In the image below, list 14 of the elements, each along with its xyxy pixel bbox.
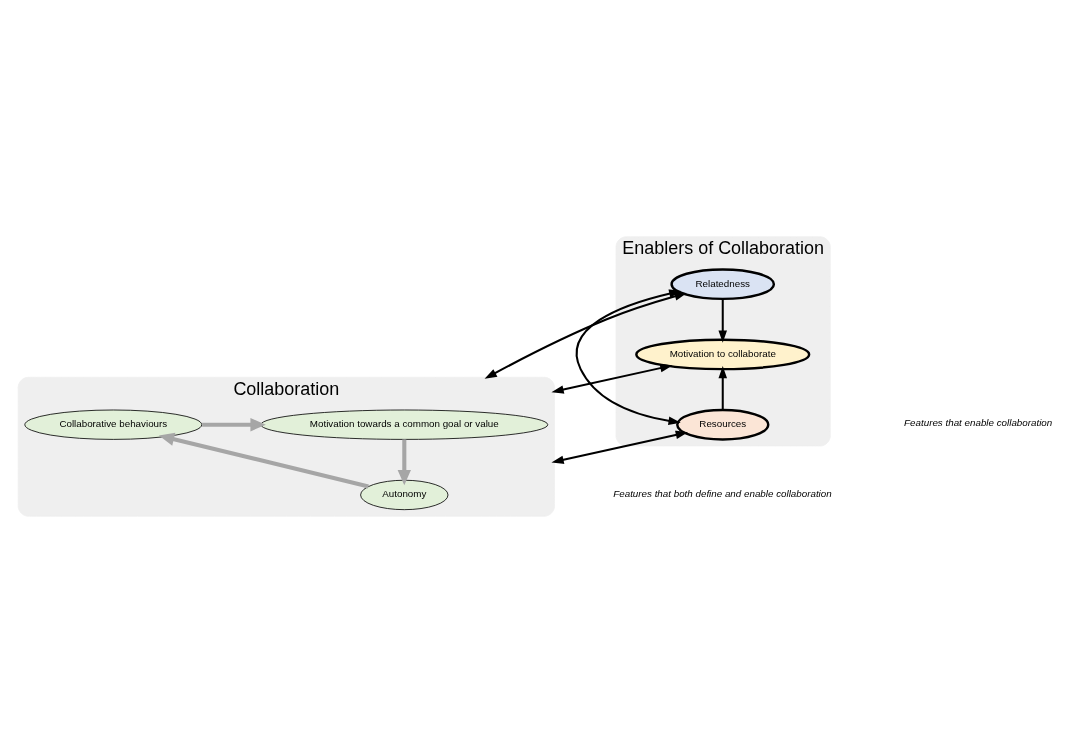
arrow bbox=[397, 439, 411, 486]
node-ellipse: Collaborative behaviours bbox=[24, 409, 203, 440]
arrow bbox=[575, 289, 682, 426]
arrow bbox=[551, 363, 673, 394]
arrow bbox=[551, 430, 688, 465]
label: Features that enable collaboration bbox=[904, 417, 1053, 429]
arrow bbox=[202, 418, 266, 432]
arrow bbox=[718, 298, 728, 343]
arrow bbox=[484, 292, 687, 379]
arrow bbox=[158, 432, 369, 489]
arrow bbox=[718, 366, 728, 410]
node-ellipse: Motivation towards a common goal or value bbox=[260, 409, 549, 440]
node-ellipse: Autonomy bbox=[360, 479, 449, 511]
label: Features that both define and enable collaboration bbox=[613, 487, 832, 499]
